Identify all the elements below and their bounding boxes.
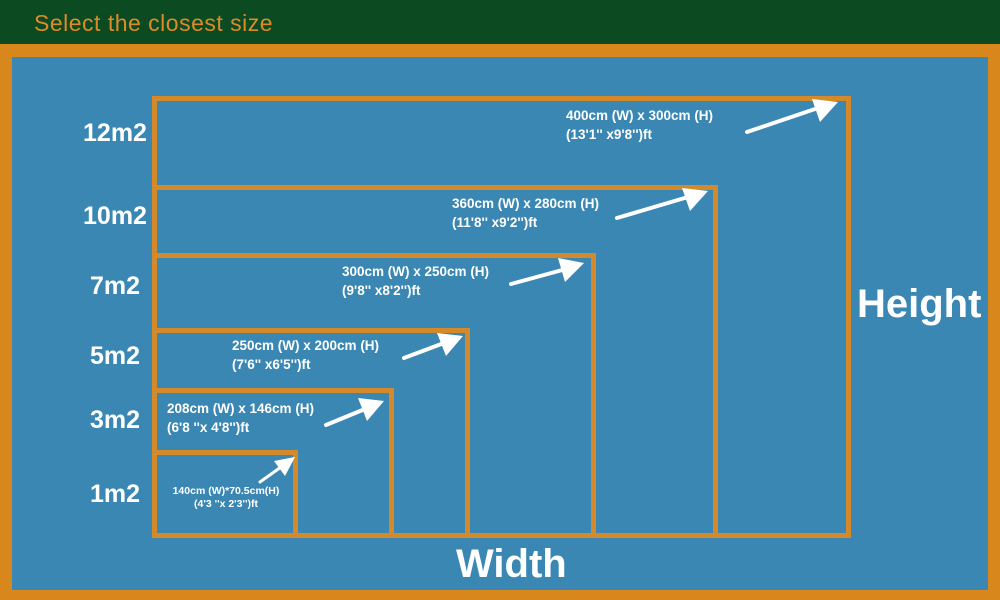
dimension-text-1m2: 140cm (W)*70.5cm(H) (4'3 ''x 2'3'')ft (158, 485, 294, 511)
diagram-panel (12, 57, 988, 590)
dimension-imperial: (4'3 ''x 2'3'')ft (194, 498, 258, 510)
dimension-metric: 140cm (W)*70.5cm(H) (172, 485, 280, 497)
area-label-5m2: 5m2 (89, 342, 141, 370)
page-title: Select the closest size (34, 10, 274, 36)
dimension-text-12m2: 400cm (W) x 300cm (H) (13'1'' x9'8'')ft (566, 106, 713, 144)
size-rect-1m2[interactable] (152, 450, 298, 538)
area-label-10m2: 10m2 (83, 202, 147, 230)
dimension-metric: 208cm (W) x 146cm (H) (167, 401, 315, 416)
dimension-imperial: (6'8 ''x 4'8'')ft (167, 420, 250, 435)
dimension-text-5m2: 250cm (W) x 200cm (H) (7'6'' x6'5'')ft (232, 336, 379, 374)
dimension-text-10m2: 360cm (W) x 280cm (H) (11'8'' x9'2'')ft (452, 194, 599, 232)
dimension-imperial: (11'8'' x9'2'')ft (452, 215, 538, 230)
dimension-metric: 250cm (W) x 200cm (H) (232, 338, 380, 353)
width-axis-label: Width (456, 542, 567, 586)
area-label-12m2: 12m2 (83, 119, 147, 147)
dimension-text-3m2: 208cm (W) x 146cm (H) (6'8 ''x 4'8'')ft (167, 399, 314, 437)
dimension-metric: 360cm (W) x 280cm (H) (452, 196, 600, 211)
area-label-1m2: 1m2 (89, 480, 141, 508)
header-bar: Select the closest size (0, 0, 1000, 44)
dimension-metric: 400cm (W) x 300cm (H) (566, 108, 714, 123)
dimension-metric: 300cm (W) x 250cm (H) (342, 264, 490, 279)
dimension-text-7m2: 300cm (W) x 250cm (H) (9'8'' x8'2'')ft (342, 262, 489, 300)
dimension-imperial: (9'8'' x8'2'')ft (342, 283, 421, 298)
area-label-7m2: 7m2 (89, 272, 141, 300)
dimension-imperial: (13'1'' x9'8'')ft (566, 127, 653, 142)
dimension-imperial: (7'6'' x6'5'')ft (232, 357, 311, 372)
height-axis-label: Height (857, 282, 982, 326)
area-label-3m2: 3m2 (89, 406, 141, 434)
